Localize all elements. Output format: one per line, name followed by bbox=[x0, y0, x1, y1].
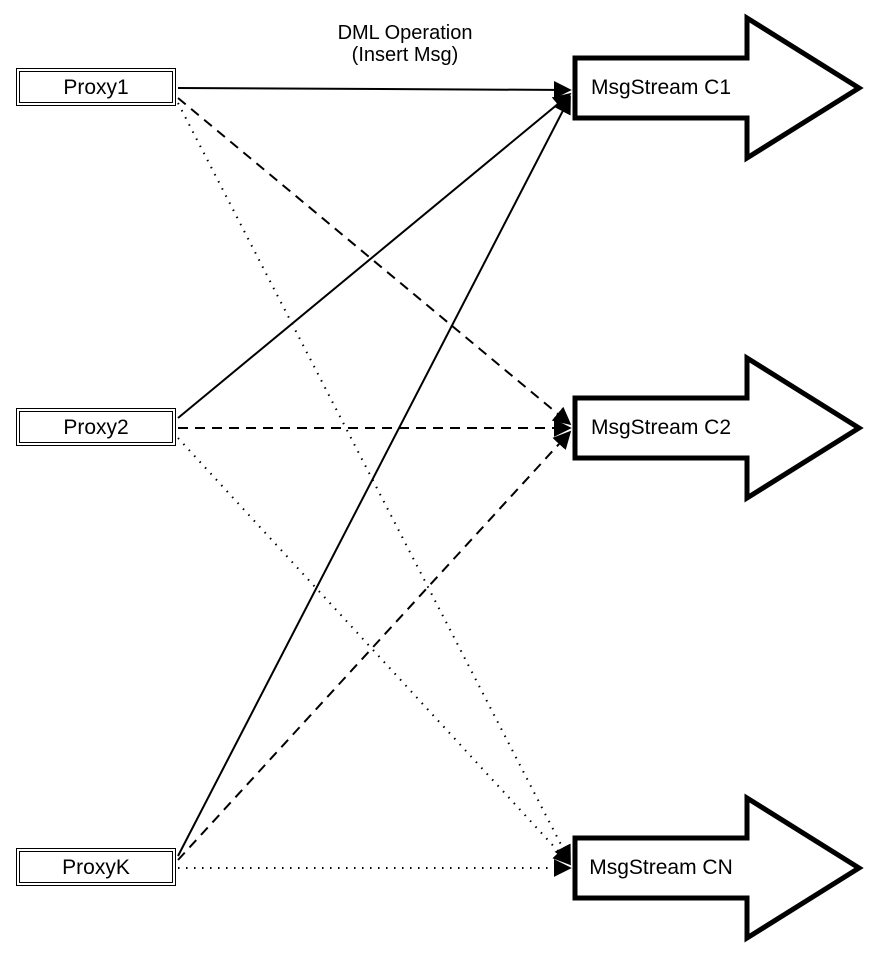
block-arrow-shape-c2 bbox=[572, 353, 864, 503]
node-proxy1-label: Proxy1 bbox=[63, 75, 129, 99]
edge-proxy2-cn bbox=[177, 437, 572, 866]
node-msgstream-cn-label: MsgStream CN bbox=[589, 856, 733, 879]
block-arrow-shape-cn bbox=[572, 793, 864, 943]
edge-proxy1-c2 bbox=[177, 97, 572, 426]
node-msgstream-c2-label: MsgStream C2 bbox=[590, 416, 732, 439]
node-proxy1: Proxy1 bbox=[16, 68, 176, 106]
edge-proxyk-c2 bbox=[177, 430, 572, 861]
edge-label-dml-operation: DML Operation (Insert Msg) bbox=[280, 22, 530, 66]
edge-label-line1: DML Operation bbox=[337, 22, 473, 44]
block-arrow-shape-c1 bbox=[572, 13, 864, 163]
node-msgstream-cn: MsgStream CN bbox=[572, 793, 864, 943]
node-proxyk: ProxyK bbox=[16, 848, 176, 886]
node-msgstream-c2: MsgStream C2 bbox=[572, 353, 864, 503]
edge-proxy1-c1 bbox=[177, 80, 572, 99]
edge-proxy1-cn bbox=[177, 102, 571, 864]
node-proxy2: Proxy2 bbox=[16, 408, 176, 446]
edge-proxyk-c1 bbox=[177, 95, 571, 857]
edge-proxy2-c1 bbox=[177, 92, 572, 419]
node-proxy2-label: Proxy2 bbox=[63, 415, 129, 439]
edge-label-line2: (Insert Msg) bbox=[351, 44, 459, 66]
node-msgstream-c1-label: MsgStream C1 bbox=[590, 76, 732, 99]
node-msgstream-c1: MsgStream C1 bbox=[572, 13, 864, 163]
node-proxyk-label: ProxyK bbox=[62, 855, 130, 879]
